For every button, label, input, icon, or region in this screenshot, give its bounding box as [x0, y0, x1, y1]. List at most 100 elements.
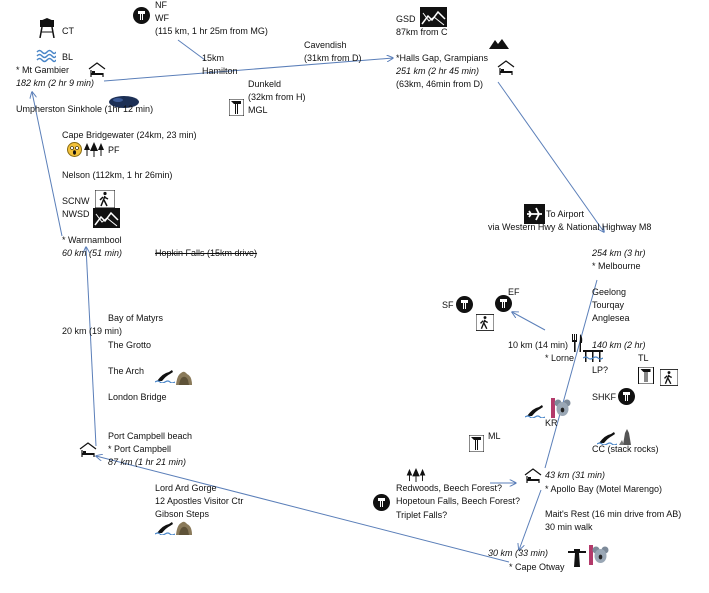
hiker-icon: [95, 190, 115, 208]
label-dunkeld-distance: (32km from H): [248, 92, 306, 102]
hiker-icon: [660, 369, 678, 386]
bed-icon: [79, 442, 97, 457]
waterfall-icon: [495, 295, 512, 312]
label-mt-gambier: * Mt Gambier: [16, 65, 70, 75]
label-port-campbell-beach: Port Campbell beach: [108, 431, 193, 441]
label-hopkin-falls: Hopkin Falls (15km drive): [155, 248, 258, 258]
airplane-icon: [524, 204, 545, 224]
label-dunkeld: Dunkeld: [248, 79, 282, 89]
label-ct: CT: [62, 26, 74, 36]
pier-icon: [583, 350, 603, 362]
bed-icon: [88, 62, 106, 77]
scream-face-icon: [67, 142, 82, 157]
label-halls-gap: *Halls Gap, Grampians: [396, 53, 489, 63]
label-halls-gap-distance-d: (63km, 46min from D): [396, 79, 484, 89]
label-cape-bridgewater: Cape Bridgewater (24km, 23 min): [62, 130, 197, 140]
label-12-apostles: 12 Apostles Visitor Ctr: [155, 496, 244, 506]
lake-waves-icon: [36, 49, 56, 63]
waterfall-icon: [456, 296, 473, 313]
label-pf: PF: [108, 145, 120, 155]
label-mt-gambier-distance: 182 km (2 hr 9 min): [16, 78, 95, 88]
rock-stack-icon: [619, 429, 631, 445]
label-apollo-distance: 43 km (31 min): [545, 470, 606, 480]
koala-icon: [551, 398, 571, 418]
sinkhole-icon: [109, 96, 139, 108]
label-hamilton-distance: 15km: [202, 53, 225, 63]
label-gibson-steps: Gibson Steps: [155, 509, 210, 519]
waterfall-icon: [618, 388, 635, 405]
label-scnw: SCNW: [62, 196, 90, 206]
label-melbourne: * Melbourne: [592, 261, 641, 271]
label-maits-rest: Mait's Rest (16 min drive from AB): [545, 509, 682, 519]
waterfall-icon: [373, 494, 390, 511]
route-warrnambool-mtgambier: [32, 92, 63, 237]
label-kr: KR: [545, 418, 558, 428]
label-anglesea: Anglesea: [592, 313, 630, 323]
label-cape-otway-distance: 30 km (33 min): [488, 548, 549, 558]
label-warrnambool-distance: 60 km (51 min): [62, 248, 123, 258]
label-airport-route: via Western Hwy & National Highway M8: [488, 222, 652, 232]
label-halls-gap-distance: 251 km (2 hr 45 min): [396, 66, 480, 76]
label-bay-distance: 20 km (19 min): [62, 326, 123, 336]
label-maits-walk: 30 min walk: [545, 522, 593, 532]
label-lp: LP?: [592, 365, 609, 375]
label-the-arch: The Arch: [108, 366, 145, 376]
label-lord-ard-gorge: Lord Ard Gorge: [155, 483, 217, 493]
route-hallsgap-melbourne: [497, 81, 604, 232]
label-triplet-falls: Triplet Falls?: [396, 510, 448, 520]
label-umpherston-sinkhole: Umpherston Sinkhole (1hr 12 min): [16, 104, 154, 114]
bed-icon: [524, 468, 542, 483]
label-redwoods: Redwoods, Beech Forest?: [396, 483, 503, 493]
label-lorne-distance: 10 km (14 min): [508, 340, 569, 350]
waterfall-icon: [638, 367, 654, 384]
route-lorne-ef: [512, 312, 546, 331]
route-capeotway-portcampbell: [96, 456, 510, 563]
rock-formation-icon: [176, 521, 192, 535]
hiker-icon: [476, 314, 494, 331]
label-cavendish-distance: (31km from D): [304, 53, 362, 63]
water-tower-icon: [39, 18, 55, 38]
label-gsd-distance: 87km from C: [396, 27, 448, 37]
label-wf-distance: (115 km, 1 hr 25m from MG): [155, 26, 268, 36]
label-hamilton: Hamilton: [202, 66, 238, 76]
route-portcampbell-warrnambool: [86, 247, 97, 447]
label-shkf: SHKF: [592, 392, 617, 402]
label-the-grotto: The Grotto: [108, 340, 152, 350]
waterfall-icon: [229, 99, 244, 116]
label-port-campbell: * Port Campbell: [108, 444, 172, 454]
label-mgl: MGL: [248, 105, 268, 115]
bed-icon: [497, 60, 515, 75]
seal-wave-icon: [525, 405, 545, 418]
label-lorne: * Lorne: [545, 353, 575, 363]
label-geelong: Geelong: [592, 287, 627, 297]
label-warrnambool: * Warrnambool: [62, 235, 122, 245]
label-cavendish: Cavendish: [304, 40, 347, 50]
label-bay-of-matyrs: Bay of Matyrs: [108, 313, 164, 323]
label-ef: EF: [508, 287, 520, 297]
lighthouse-icon: [568, 549, 586, 567]
label-cc: CC (stack rocks): [592, 444, 659, 454]
label-melbourne-distance: 254 km (3 hr): [592, 248, 646, 258]
mountain-peaks-icon: [489, 39, 509, 49]
label-port-campbell-distance: 87 km (1 hr 21 min): [108, 457, 187, 467]
label-apollo-bay: * Apollo Bay (Motel Marengo): [545, 484, 663, 494]
label-torquay: Tourqay: [592, 300, 625, 310]
label-gsd: GSD: [396, 14, 416, 24]
waterfall-icon: [469, 435, 484, 452]
seal-wave-icon: [155, 522, 175, 535]
label-nelson: Nelson (112km, 1 hr 26min): [62, 170, 173, 180]
forest-trees-icon: [84, 142, 104, 157]
label-to-airport: To Airport: [546, 209, 585, 219]
restaurant-icon: [572, 334, 583, 352]
route-mtgambier-hallsgap: [103, 58, 393, 82]
seal-wave-icon: [155, 370, 175, 383]
label-nf: NF: [155, 0, 167, 10]
label-lorne-melbourne-distance: 140 km (2 hr): [592, 340, 646, 350]
label-wf: WF: [155, 13, 169, 23]
route-wf-hamilton: [177, 39, 206, 61]
label-london-bridge: London Bridge: [108, 392, 167, 402]
waterfall-icon: [133, 7, 150, 24]
label-nwsd: NWSD: [62, 209, 90, 219]
label-bl: BL: [62, 52, 74, 62]
mountain-view-icon: [93, 208, 120, 228]
